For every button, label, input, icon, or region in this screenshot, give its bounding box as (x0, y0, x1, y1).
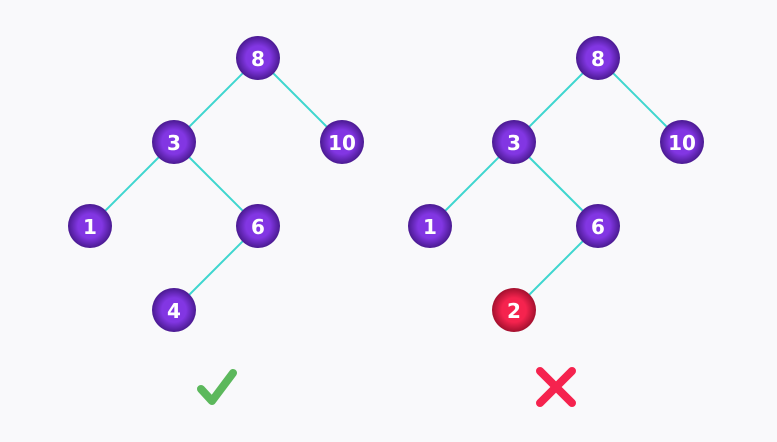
cross-icon (536, 367, 576, 407)
tree-node: 3 (152, 120, 196, 164)
tree-node: 6 (236, 204, 280, 248)
node-label: 3 (167, 131, 181, 155)
node-label: 6 (591, 215, 605, 239)
tree-node: 6 (576, 204, 620, 248)
check-icon (197, 369, 237, 405)
tree-node: 8 (236, 36, 280, 80)
node-label: 2 (507, 299, 521, 323)
tree-node: 10 (320, 120, 364, 164)
node-circle (408, 204, 452, 248)
node-label: 8 (591, 47, 605, 71)
tree-1: 8 3 10 1 6 4 (68, 36, 364, 405)
node-circle (236, 204, 280, 248)
node-label: 4 (167, 299, 181, 323)
tree-node: 3 (492, 120, 536, 164)
tree-node: 10 (660, 120, 704, 164)
node-label: 1 (83, 215, 97, 239)
node-circle (660, 120, 704, 164)
invalid-node: 2 (492, 288, 536, 332)
tree-node: 4 (152, 288, 196, 332)
tree-node: 1 (68, 204, 112, 248)
node-circle (320, 120, 364, 164)
invalid-node-circle (492, 288, 536, 332)
node-circle (68, 204, 112, 248)
node-circle (236, 36, 280, 80)
tree-node: 8 (576, 36, 620, 80)
tree-2: 8 3 10 1 6 2 (408, 36, 704, 407)
node-circle (576, 36, 620, 80)
node-label: 10 (328, 131, 356, 155)
node-label: 8 (251, 47, 265, 71)
node-label: 6 (251, 215, 265, 239)
tree-node: 1 (408, 204, 452, 248)
node-label: 10 (668, 131, 696, 155)
node-circle (492, 120, 536, 164)
node-circle (576, 204, 620, 248)
node-label: 3 (507, 131, 521, 155)
node-circle (152, 120, 196, 164)
node-circle (152, 288, 196, 332)
node-label: 1 (423, 215, 437, 239)
